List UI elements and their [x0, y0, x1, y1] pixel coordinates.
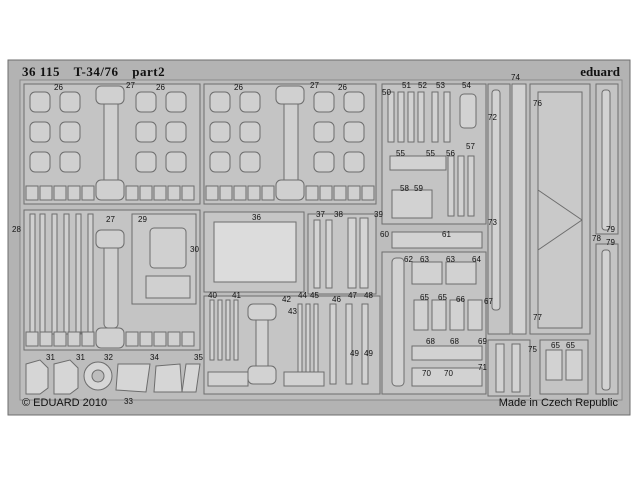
far-right-strips	[595, 83, 619, 395]
part-number-labels: 26 27 26 26 27 26 28 27 29 30 31 31 32 3…	[12, 73, 615, 406]
part-number: 78	[592, 234, 601, 243]
track-links-left-b	[135, 91, 187, 173]
lower-center-parts	[203, 295, 381, 395]
part-number: 65	[438, 293, 447, 302]
part-number: 65	[566, 341, 575, 350]
part-label: part2	[132, 64, 166, 79]
part-number: 76	[533, 99, 542, 108]
made-in-text: Made in Czech Republic	[498, 397, 618, 409]
part-number: 46	[332, 295, 341, 304]
track-link-group-left	[23, 83, 201, 205]
part-number: 27	[310, 81, 319, 90]
part-number: 28	[12, 225, 21, 234]
part-number: 61	[442, 230, 451, 239]
part-number: 26	[338, 83, 347, 92]
part-number: 58	[400, 184, 409, 193]
fender-panel	[529, 83, 591, 395]
part-number: 63	[446, 255, 455, 264]
part-number: 70	[444, 369, 453, 378]
hull-strip-parts	[487, 83, 531, 397]
part-number: 31	[76, 353, 85, 362]
part-number: 38	[334, 210, 343, 219]
part-number: 68	[450, 337, 459, 346]
part-number: 57	[466, 142, 475, 151]
part-number: 71	[478, 363, 487, 372]
part-number: 54	[462, 81, 471, 90]
part-number: 67	[484, 297, 493, 306]
copyright-text: © EDUARD 2010	[22, 397, 108, 409]
part-number: 79	[606, 238, 615, 247]
part-number: 65	[420, 293, 429, 302]
part-number: 29	[138, 215, 147, 224]
part-number: 55	[426, 149, 435, 158]
part-number: 47	[348, 291, 357, 300]
part-number: 73	[488, 218, 497, 227]
part-number: 37	[316, 210, 325, 219]
part-number: 30	[190, 245, 199, 254]
part-number: 51	[402, 81, 411, 90]
part-number: 27	[106, 215, 115, 224]
part-number: 75	[528, 345, 537, 354]
part-number: 79	[606, 225, 615, 234]
part-number: 35	[194, 353, 203, 362]
part-number: 70	[422, 369, 431, 378]
center-parts	[203, 211, 377, 295]
subject-name: T-34/76	[73, 64, 119, 79]
part-number: 64	[472, 255, 481, 264]
part-number: 26	[156, 83, 165, 92]
part-number: 62	[404, 255, 413, 264]
right-upper-parts	[381, 83, 487, 249]
part-number: 56	[446, 149, 455, 158]
part-number: 49	[364, 349, 373, 358]
part-number: 69	[478, 337, 487, 346]
part-number: 63	[420, 255, 429, 264]
part-number: 32	[104, 353, 113, 362]
track-link-group-middle	[203, 83, 377, 205]
part-number: 48	[364, 291, 373, 300]
part-number: 65	[551, 341, 560, 350]
part-number: 66	[456, 295, 465, 304]
part-number: 41	[232, 291, 241, 300]
part-number: 36	[252, 213, 261, 222]
part-number: 60	[380, 230, 389, 239]
part-number: 26	[54, 83, 63, 92]
part-number: 31	[46, 353, 55, 362]
part-number: 27	[126, 81, 135, 90]
part-number: 59	[414, 184, 423, 193]
part-number: 53	[436, 81, 445, 90]
part-number: 33	[124, 397, 133, 406]
small-plates	[25, 359, 201, 395]
part-number: 50	[382, 88, 391, 97]
part-number: 77	[533, 313, 542, 322]
part-number: 43	[288, 307, 297, 316]
part-number: 45	[310, 291, 319, 300]
part-number: 44	[298, 291, 307, 300]
part-number: 68	[426, 337, 435, 346]
sheet-title: 36 115 T-34/76 part2	[22, 64, 175, 80]
catalog-number: 36 115	[22, 64, 61, 79]
part-number: 40	[208, 291, 217, 300]
part-number: 26	[234, 83, 243, 92]
track-links-left-a	[29, 91, 81, 173]
part-number: 55	[396, 149, 405, 158]
part-number: 72	[488, 113, 497, 122]
lower-left-parts	[23, 209, 201, 351]
right-lower-parts	[381, 251, 487, 395]
part-number: 52	[418, 81, 427, 90]
part-number: 39	[374, 210, 383, 219]
part-number: 42	[282, 295, 291, 304]
part-number: 74	[511, 73, 520, 82]
part-number: 49	[350, 349, 359, 358]
track-bar-left	[25, 185, 195, 201]
part-number: 34	[150, 353, 159, 362]
brand-logo: eduard	[580, 64, 620, 79]
